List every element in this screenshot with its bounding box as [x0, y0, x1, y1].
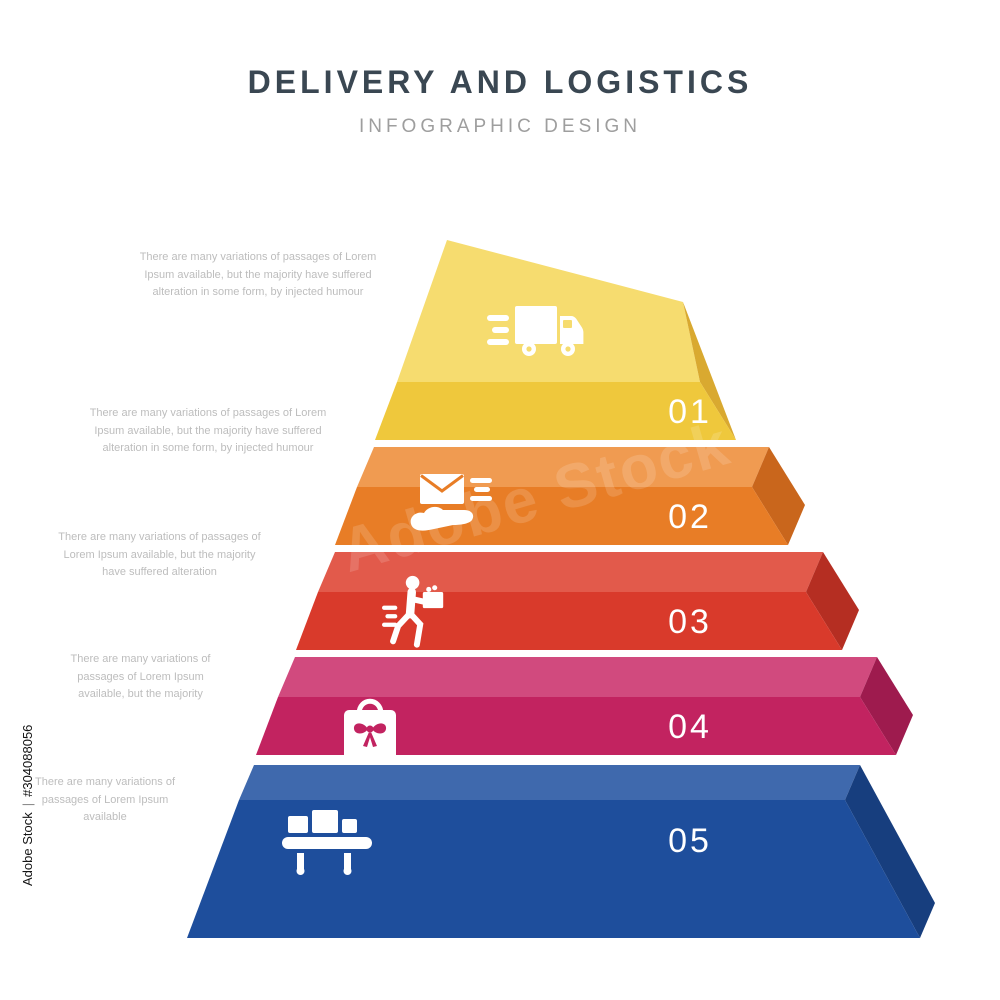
page-subtitle: INFOGRAPHIC DESIGN	[358, 116, 642, 137]
layer-3-front-face	[296, 592, 842, 650]
pyramid-layer-4: 04	[256, 657, 913, 764]
layer-4-number: 04	[668, 708, 712, 746]
gift-bow	[353, 723, 387, 747]
stock-watermark-brand: Adobe Stock	[20, 812, 35, 886]
layer-4-side-face	[860, 657, 913, 755]
layer-1-description: There are many variations of passages of…	[139, 251, 377, 299]
shopping-bag-icon	[344, 698, 396, 764]
layer-2-side-face	[752, 447, 805, 545]
layer-5-number: 05	[668, 822, 712, 860]
layer-3-description: There are many variations of passages of…	[58, 531, 261, 579]
layer-5-front-face	[187, 800, 920, 938]
stock-watermark: Adobe Stock | #304088056	[20, 725, 35, 886]
layer-3-top-face	[318, 552, 823, 592]
layer-5-top-face	[239, 765, 860, 800]
layer-2-front-face	[335, 487, 788, 545]
delivery-courier-icon	[382, 575, 444, 648]
conveyor-belt-icon	[282, 810, 372, 875]
layer-1-front-face	[375, 382, 736, 440]
layer-2-number: 02	[668, 498, 712, 536]
layer-4-front-face	[256, 697, 896, 755]
layer-2-description: There are many variations of passages of…	[89, 407, 327, 455]
stock-watermark-id: #304088056	[20, 724, 35, 797]
pyramid-layer-1: 01	[375, 240, 736, 440]
layer-4-description: There are many variations of passages of…	[70, 653, 211, 701]
layer-5-side-face	[845, 765, 935, 938]
pyramid-layer-2: 02	[335, 447, 805, 545]
layer-3-number: 03	[668, 603, 712, 641]
pyramid-layer-5: 05	[187, 765, 935, 938]
page-title: DELIVERY AND LOGISTICS	[247, 64, 753, 100]
layer-4-top-face	[278, 657, 877, 697]
layer-5-description: There are many variations of passages of…	[35, 776, 176, 824]
layer-1-number: 01	[668, 393, 712, 431]
truck-window	[563, 320, 572, 328]
mail-delivery-icon	[410, 474, 492, 531]
wheel-hub	[526, 346, 532, 352]
pyramid-layer-3: 03	[296, 552, 859, 650]
stock-watermark-divider: |	[20, 802, 35, 807]
layer-2-top-face	[357, 447, 769, 487]
envelope-flap	[420, 474, 464, 493]
layer-1-side-face	[683, 302, 736, 440]
layer-3-side-face	[806, 552, 859, 650]
fast-delivery-truck-icon	[487, 306, 584, 356]
wheel-hub	[565, 346, 571, 352]
